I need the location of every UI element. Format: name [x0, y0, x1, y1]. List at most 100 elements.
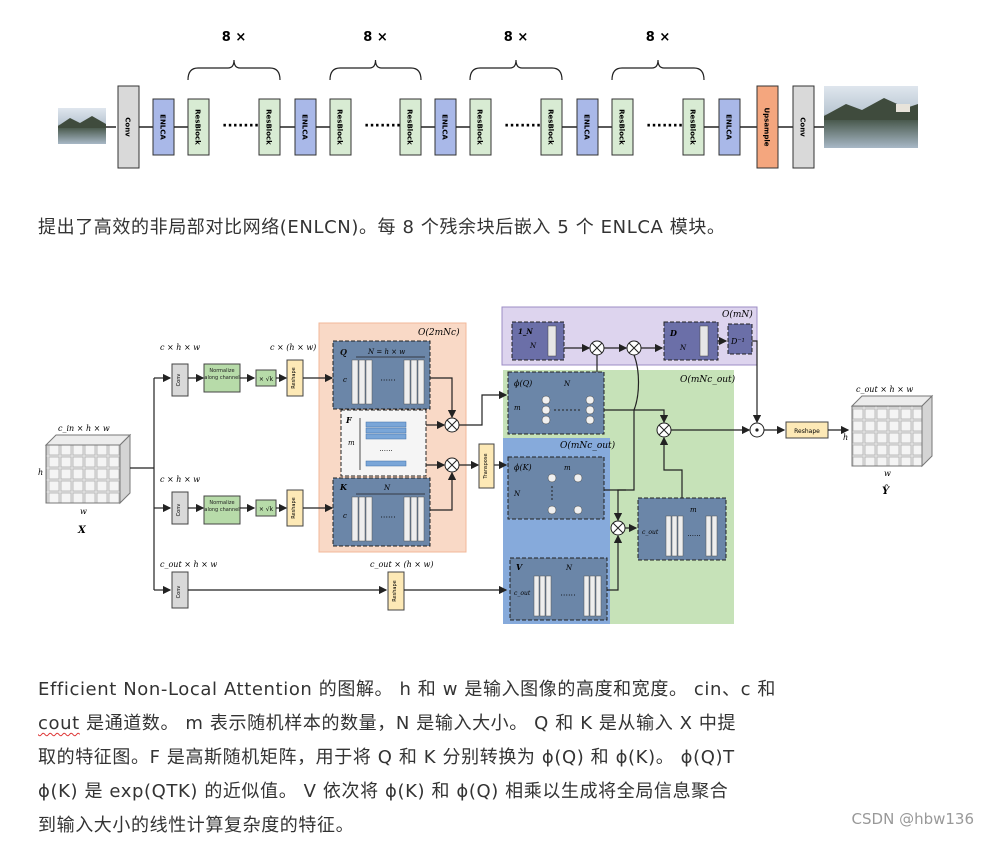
- resblock-block: [611, 98, 634, 156]
- branch-v: c_out × h × w Conv c_out × (h × w) Resha…: [160, 560, 508, 611]
- ellipsis: ·······: [646, 118, 683, 134]
- d-inverse: D⁻¹: [727, 323, 753, 355]
- ellipsis: ·······: [504, 118, 541, 134]
- svg-text:Ŷ: Ŷ: [882, 485, 890, 497]
- svg-text:× √k: × √k: [259, 506, 274, 513]
- upsample-block-label: Upsample: [763, 107, 771, 146]
- svg-text:······: ······: [380, 513, 395, 522]
- resblock-block-label: ResBlock: [547, 109, 555, 145]
- complexity-2mnc-label: O(2mNc): [418, 327, 460, 338]
- svg-text:······: ······: [380, 376, 395, 385]
- enlca-block-label: ENLCA: [159, 114, 167, 140]
- brace: [611, 59, 705, 81]
- v-matrix: V N c_out ······: [509, 557, 608, 621]
- d-matrix: D N: [663, 321, 719, 361]
- svg-text:N: N: [565, 564, 573, 572]
- branch-k: c × h × w Conv Normalize along channel ×…: [160, 475, 334, 527]
- resblock-block: [329, 98, 352, 156]
- resblock-block-label: ResBlock: [689, 109, 697, 145]
- caption-attention: Efficient Non-Local Attention 的图解。 h 和 w…: [38, 673, 968, 843]
- resblock-block-label: ResBlock: [476, 109, 484, 145]
- output-image: [824, 86, 918, 148]
- svg-text:× √k: × √k: [259, 376, 274, 383]
- attention-diagram: O(2mNc) O(mN) O(mNc_out) O(mNc_out) c_in…: [0, 300, 990, 640]
- svg-text:K: K: [339, 482, 348, 492]
- svg-text:D: D: [669, 328, 677, 338]
- svg-text:c_out × h × w: c_out × h × w: [160, 560, 217, 569]
- svg-text:D⁻¹: D⁻¹: [730, 337, 745, 346]
- repeat-label: 8 ×: [504, 30, 528, 45]
- svg-text:m: m: [514, 404, 521, 412]
- network-diagram: Conv ENLCA ResBlock ······· ResBlock ENLCA Res…: [0, 0, 990, 200]
- reshape-out: Reshape: [785, 421, 829, 439]
- ellipsis: ·······: [222, 118, 259, 134]
- network-braces: 8 × 8 × 8 × 8 ×: [187, 30, 705, 81]
- input-image: [58, 108, 106, 144]
- cout-word: cout: [38, 713, 80, 734]
- caption-line-4: ϕ(K) 是 exp(QTK) 的近似值。 V 依次将 ϕ(K) 和 ϕ(Q) …: [38, 781, 729, 802]
- svg-text:c_out: c_out: [642, 529, 659, 536]
- conv-block-label: Conv: [799, 117, 807, 137]
- q-matrix: Q N = h × w c ······: [332, 340, 431, 410]
- brace: [329, 59, 422, 81]
- phi-k-matrix: ϕ(K) m N: [507, 456, 605, 520]
- complexity-mncout-blue: O(mNc_out): [560, 440, 616, 451]
- multiply-node-4: [610, 520, 626, 536]
- input-tensor: c_in × h × w h w X: [38, 424, 132, 536]
- caption-line-2: cout 是通道数。 m 表示随机样本的数量，N 是输入大小。 Q 和 K 是从…: [38, 713, 737, 734]
- branch-q: c × h × w Conv Normalize along channel ×…: [160, 343, 334, 397]
- f-matrix: F m ······: [340, 409, 427, 477]
- svg-text:N: N: [679, 344, 687, 352]
- svg-text:Reshape: Reshape: [291, 367, 297, 388]
- svg-text:N: N: [563, 380, 571, 388]
- output-tensor: c_out × h × w h w Ŷ: [843, 385, 934, 497]
- conv-block-label: Conv: [124, 117, 132, 137]
- caption-line-5: 到输入大小的线性计算复杂度的特征。: [38, 815, 355, 836]
- resblock-block-label: ResBlock: [265, 109, 273, 145]
- hadamard-node: [749, 422, 765, 438]
- svg-text:m: m: [690, 506, 697, 514]
- svg-text:c_out × h × w: c_out × h × w: [856, 385, 913, 394]
- svg-text:······: ······: [560, 591, 575, 600]
- svg-text:Conv: Conv: [176, 586, 182, 599]
- repeat-label: 8 ×: [363, 30, 387, 45]
- svg-text:N = h × w: N = h × w: [367, 348, 405, 356]
- svg-text:N: N: [383, 484, 391, 492]
- result-matrix: m c_out ······: [637, 497, 727, 561]
- svg-text:Reshape: Reshape: [392, 580, 398, 601]
- ellipsis: ·······: [364, 118, 401, 134]
- repeat-label: 8 ×: [646, 30, 670, 45]
- svg-text:X: X: [77, 525, 87, 536]
- multiply-node-1: [589, 340, 605, 356]
- svg-text:1_N: 1_N: [518, 327, 533, 336]
- resblock-block-label: ResBlock: [406, 109, 414, 145]
- svg-text:N: N: [529, 342, 537, 350]
- resblock-block-label: ResBlock: [194, 109, 202, 145]
- resblock-block-label: ResBlock: [618, 109, 626, 145]
- brace: [469, 59, 563, 81]
- svg-text:Q: Q: [340, 347, 347, 357]
- svg-text:V: V: [516, 562, 523, 572]
- multiply-node-3: [656, 422, 672, 438]
- network-svg: Conv ENLCA ResBlock ······· ResBlock ENLCA Res…: [58, 30, 918, 169]
- svg-text:w: w: [80, 507, 87, 516]
- svg-text:c_in × h × w: c_in × h × w: [58, 424, 110, 433]
- resblock-block: [469, 98, 492, 156]
- svg-text:h: h: [38, 468, 43, 477]
- svg-text:c: c: [343, 512, 347, 520]
- k-matrix: K N c ······: [332, 477, 431, 547]
- resblock-block-label: ResBlock: [336, 109, 344, 145]
- caption-line-3: 取的特征图。F 是高斯随机矩阵，用于将 Q 和 K 分别转换为 ϕ(Q) 和 ϕ…: [38, 747, 735, 768]
- ones-matrix: 1_N N: [511, 321, 565, 361]
- svg-text:ϕ(Q): ϕ(Q): [514, 379, 532, 388]
- svg-text:c × h × w: c × h × w: [160, 475, 200, 484]
- svg-text:c: c: [343, 376, 347, 384]
- resblock-block: [187, 98, 210, 156]
- repeat-label: 8 ×: [222, 30, 246, 45]
- network-blocks: Conv ENLCA ResBlock ······· ResBlock ENLCA Res…: [117, 85, 824, 169]
- svg-text:······: ······: [379, 447, 392, 455]
- complexity-mncout-green: O(mNc_out): [680, 374, 736, 385]
- caption-network: 提出了高效的非局部对比网络(ENLCN)。每 8 个残余块后嵌入 5 个 ENL…: [38, 217, 726, 238]
- svg-text:······: ······: [687, 532, 700, 540]
- enlca-block-label: ENLCA: [583, 114, 591, 140]
